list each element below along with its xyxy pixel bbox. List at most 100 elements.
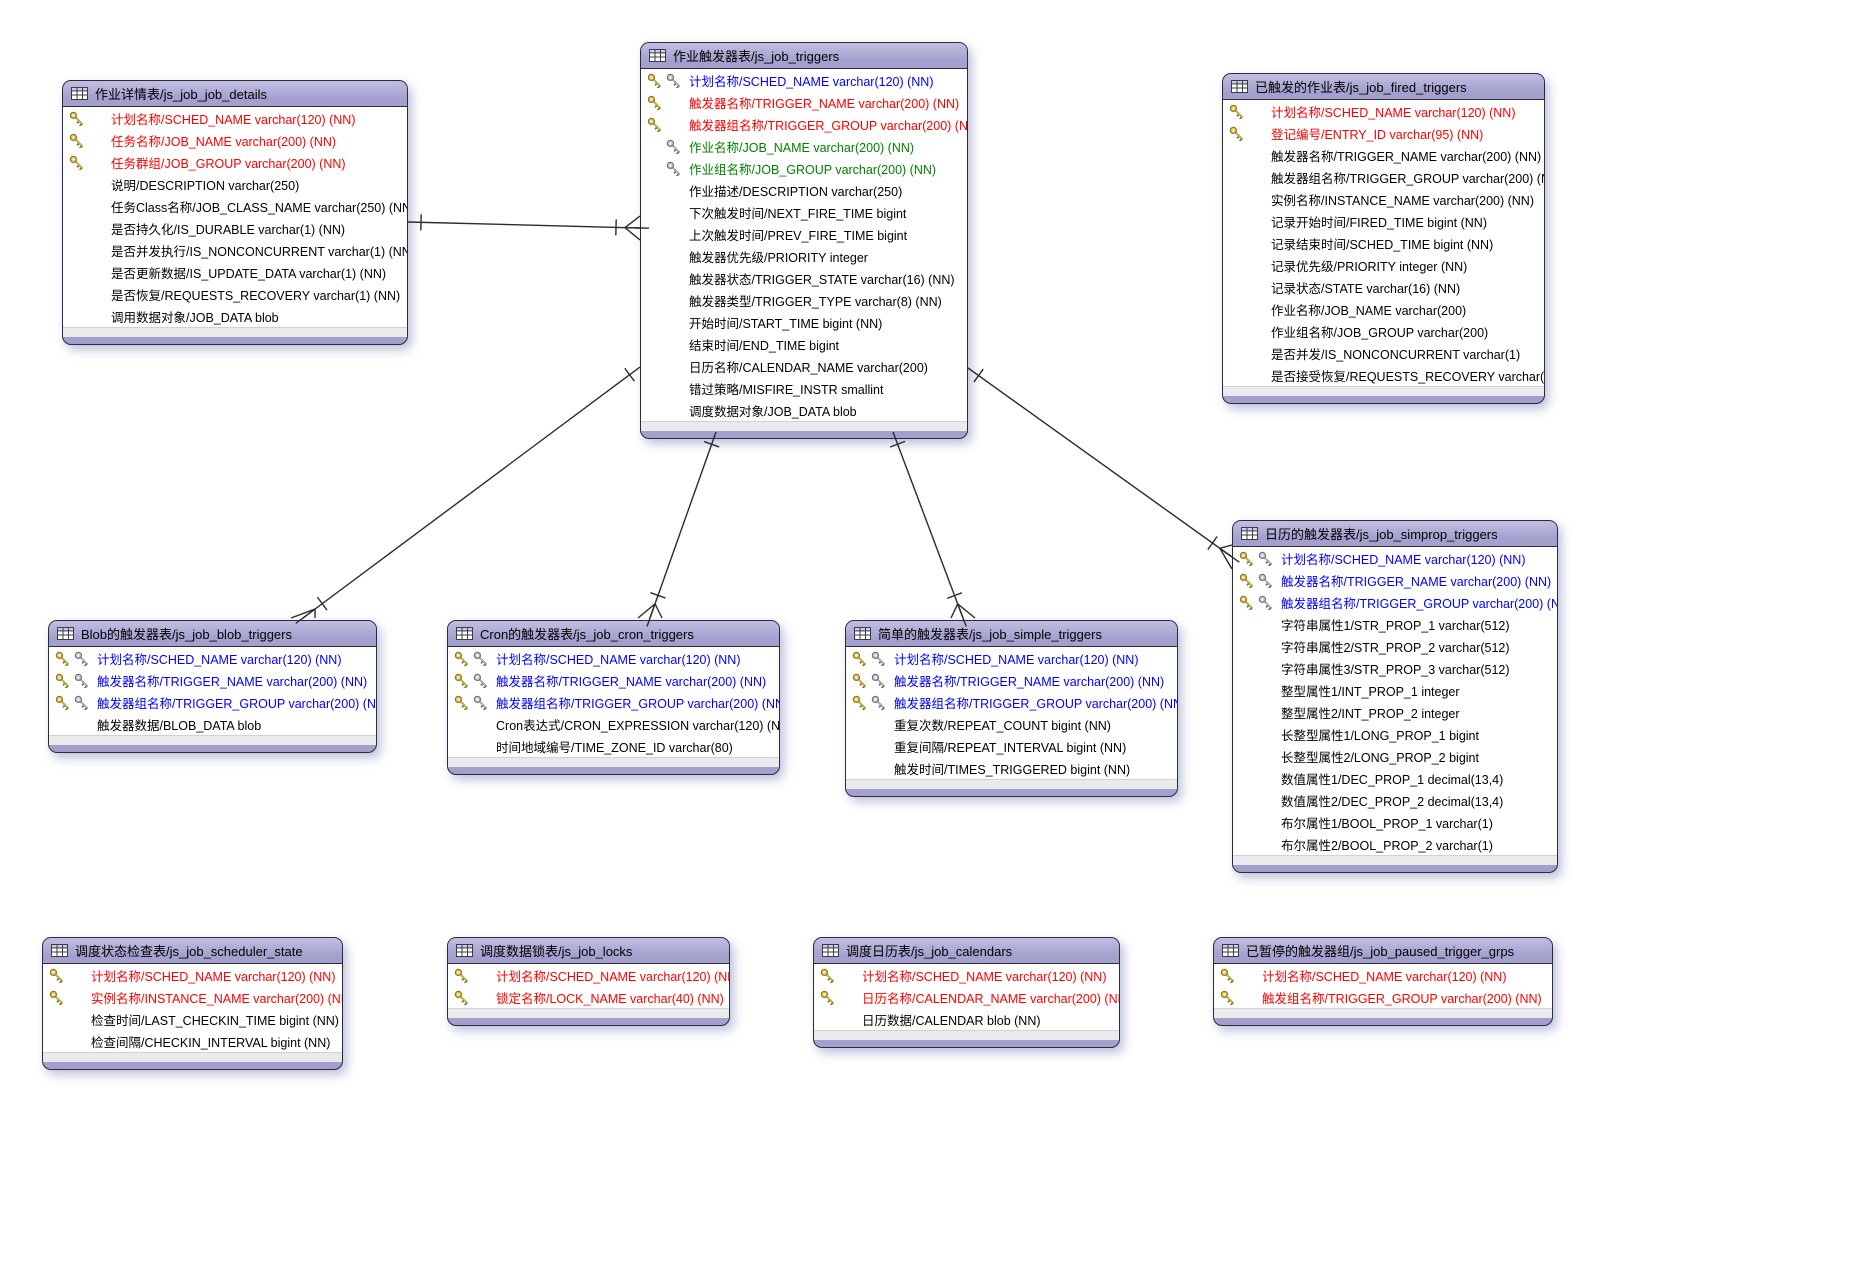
field-row[interactable]: 是否更新数据/IS_UPDATE_DATA varchar(1) (NN) bbox=[63, 261, 407, 283]
field-row[interactable]: 触发器组名称/TRIGGER_GROUP varchar(200) (NN) bbox=[1233, 591, 1557, 613]
field-row[interactable]: 记录结束时间/SCHED_TIME bigint (NN) bbox=[1223, 232, 1544, 254]
entity-js_job_paused_trigger_grps[interactable]: 已暂停的触发器组/js_job_paused_trigger_grps 计划名称… bbox=[1213, 937, 1553, 1026]
field-row[interactable]: 长整型属性1/LONG_PROP_1 bigint bbox=[1233, 723, 1557, 745]
field-row[interactable]: 计划名称/SCHED_NAME varchar(120) (NN) bbox=[641, 69, 967, 91]
field-row[interactable]: 记录优先级/PRIORITY integer (NN) bbox=[1223, 254, 1544, 276]
field-row[interactable]: 作业名称/JOB_NAME varchar(200) bbox=[1223, 298, 1544, 320]
field-row[interactable]: Cron表达式/CRON_EXPRESSION varchar(120) (NN… bbox=[448, 713, 779, 735]
field-label: 是否并发/IS_NONCONCURRENT varchar(1) bbox=[1271, 347, 1521, 362]
entity-js_job_fired_triggers[interactable]: 已触发的作业表/js_job_fired_triggers 计划名称/SCHED… bbox=[1222, 73, 1545, 404]
field-row[interactable]: 计划名称/SCHED_NAME varchar(120) (NN) bbox=[43, 964, 342, 986]
entity-js_job_triggers[interactable]: 作业触发器表/js_job_triggers 计划名称/SCHED_NAME v… bbox=[640, 42, 968, 439]
field-row[interactable]: 触发组名称/TRIGGER_GROUP varchar(200) (NN) bbox=[1214, 986, 1552, 1008]
field-row[interactable]: 触发器名称/TRIGGER_NAME varchar(200) (NN) bbox=[448, 669, 779, 691]
primary-key-icon bbox=[647, 95, 666, 110]
field-row[interactable]: 实例名称/INSTANCE_NAME varchar(200) (NN) bbox=[1223, 188, 1544, 210]
field-row[interactable]: 重复间隔/REPEAT_INTERVAL bigint (NN) bbox=[846, 735, 1177, 757]
entity-js_job_blob_triggers[interactable]: Blob的触发器表/js_job_blob_triggers 计划名称/SCHE… bbox=[48, 620, 377, 753]
field-row[interactable]: 作业组名称/JOB_GROUP varchar(200) (NN) bbox=[641, 157, 967, 179]
entity-js_job_calendars[interactable]: 调度日历表/js_job_calendars 计划名称/SCHED_NAME v… bbox=[813, 937, 1120, 1048]
field-row[interactable]: 错过策略/MISFIRE_INSTR smallint bbox=[641, 377, 967, 399]
field-row[interactable]: 实例名称/INSTANCE_NAME varchar(200) (NN) bbox=[43, 986, 342, 1008]
field-row[interactable]: 日历名称/CALENDAR_NAME varchar(200) bbox=[641, 355, 967, 377]
field-row[interactable]: 是否接受恢复/REQUESTS_RECOVERY varchar(1) bbox=[1223, 364, 1544, 386]
entity-js_job_simple_triggers[interactable]: 简单的触发器表/js_job_simple_triggers 计划名称/SCHE… bbox=[845, 620, 1178, 797]
field-row[interactable]: 记录状态/STATE varchar(16) (NN) bbox=[1223, 276, 1544, 298]
field-row[interactable]: 说明/DESCRIPTION varchar(250) bbox=[63, 173, 407, 195]
field-row[interactable]: 整型属性2/INT_PROP_2 integer bbox=[1233, 701, 1557, 723]
field-row[interactable]: 上次触发时间/PREV_FIRE_TIME bigint bbox=[641, 223, 967, 245]
field-row[interactable]: 计划名称/SCHED_NAME varchar(120) (NN) bbox=[448, 647, 779, 669]
field-row[interactable]: 数值属性1/DEC_PROP_1 decimal(13,4) bbox=[1233, 767, 1557, 789]
field-row[interactable]: 日历数据/CALENDAR blob (NN) bbox=[814, 1008, 1119, 1030]
field-row[interactable]: 触发器类型/TRIGGER_TYPE varchar(8) (NN) bbox=[641, 289, 967, 311]
field-row[interactable]: 下次触发时间/NEXT_FIRE_TIME bigint bbox=[641, 201, 967, 223]
field-row[interactable]: 结束时间/END_TIME bigint bbox=[641, 333, 967, 355]
field-row[interactable]: 是否恢复/REQUESTS_RECOVERY varchar(1) (NN) bbox=[63, 283, 407, 305]
field-row[interactable]: 计划名称/SCHED_NAME varchar(120) (NN) bbox=[63, 107, 407, 129]
entity-footer bbox=[1214, 1008, 1552, 1018]
field-row[interactable]: 调用数据对象/JOB_DATA blob bbox=[63, 305, 407, 327]
field-row[interactable]: 计划名称/SCHED_NAME varchar(120) (NN) bbox=[1233, 547, 1557, 569]
field-row[interactable]: 长整型属性2/LONG_PROP_2 bigint bbox=[1233, 745, 1557, 767]
field-row[interactable]: 重复次数/REPEAT_COUNT bigint (NN) bbox=[846, 713, 1177, 735]
field-row[interactable]: 数值属性2/DEC_PROP_2 decimal(13,4) bbox=[1233, 789, 1557, 811]
field-row[interactable]: 是否持久化/IS_DURABLE varchar(1) (NN) bbox=[63, 217, 407, 239]
field-row[interactable]: 计划名称/SCHED_NAME varchar(120) (NN) bbox=[846, 647, 1177, 669]
field-row[interactable]: 作业描述/DESCRIPTION varchar(250) bbox=[641, 179, 967, 201]
field-row[interactable]: 整型属性1/INT_PROP_1 integer bbox=[1233, 679, 1557, 701]
field-row[interactable]: 是否并发执行/IS_NONCONCURRENT varchar(1) (NN) bbox=[63, 239, 407, 261]
field-row[interactable]: 锁定名称/LOCK_NAME varchar(40) (NN) bbox=[448, 986, 729, 1008]
field-row[interactable]: 触发器状态/TRIGGER_STATE varchar(16) (NN) bbox=[641, 267, 967, 289]
field-row[interactable]: 记录开始时间/FIRED_TIME bigint (NN) bbox=[1223, 210, 1544, 232]
field-row[interactable]: 调度数据对象/JOB_DATA blob bbox=[641, 399, 967, 421]
entity-js_job_job_details[interactable]: 作业详情表/js_job_job_details 计划名称/SCHED_NAME… bbox=[62, 80, 408, 345]
field-row[interactable]: 登记编号/ENTRY_ID varchar(95) (NN) bbox=[1223, 122, 1544, 144]
field-row[interactable]: 计划名称/SCHED_NAME varchar(120) (NN) bbox=[448, 964, 729, 986]
field-row[interactable]: 任务Class名称/JOB_CLASS_NAME varchar(250) (N… bbox=[63, 195, 407, 217]
field-row[interactable]: 检查时间/LAST_CHECKIN_TIME bigint (NN) bbox=[43, 1008, 342, 1030]
field-row[interactable]: 计划名称/SCHED_NAME varchar(120) (NN) bbox=[814, 964, 1119, 986]
field-row[interactable]: 日历名称/CALENDAR_NAME varchar(200) (NN) bbox=[814, 986, 1119, 1008]
field-row[interactable]: 检查间隔/CHECKIN_INTERVAL bigint (NN) bbox=[43, 1030, 342, 1052]
field-row[interactable]: 时间地域编号/TIME_ZONE_ID varchar(80) bbox=[448, 735, 779, 757]
field-row[interactable]: 触发器组名称/TRIGGER_GROUP varchar(200) (NN) bbox=[641, 113, 967, 135]
field-row[interactable]: 触发器名称/TRIGGER_NAME varchar(200) (NN) bbox=[49, 669, 376, 691]
entity-js_job_cron_triggers[interactable]: Cron的触发器表/js_job_cron_triggers 计划名称/SCHE… bbox=[447, 620, 780, 775]
field-row[interactable]: 计划名称/SCHED_NAME varchar(120) (NN) bbox=[1214, 964, 1552, 986]
entity-js_job_simprop_triggers[interactable]: 日历的触发器表/js_job_simprop_triggers 计划名称/SCH… bbox=[1232, 520, 1558, 873]
field-row[interactable]: 作业名称/JOB_NAME varchar(200) (NN) bbox=[641, 135, 967, 157]
entity-js_job_scheduler_state[interactable]: 调度状态检查表/js_job_scheduler_state 计划名称/SCHE… bbox=[42, 937, 343, 1070]
field-row[interactable]: 计划名称/SCHED_NAME varchar(120) (NN) bbox=[49, 647, 376, 669]
field-row[interactable]: 字符串属性3/STR_PROP_3 varchar(512) bbox=[1233, 657, 1557, 679]
field-label: 字符串属性2/STR_PROP_2 varchar(512) bbox=[1281, 640, 1510, 655]
field-row[interactable]: 触发器名称/TRIGGER_NAME varchar(200) (NN) bbox=[1223, 144, 1544, 166]
foreign-key-icon bbox=[473, 651, 492, 666]
field-label: 作业组名称/JOB_GROUP varchar(200) (NN) bbox=[689, 162, 937, 177]
field-row[interactable]: 计划名称/SCHED_NAME varchar(120) (NN) bbox=[1223, 100, 1544, 122]
field-row[interactable]: 触发器名称/TRIGGER_NAME varchar(200) (NN) bbox=[846, 669, 1177, 691]
entity-field-list: 计划名称/SCHED_NAME varchar(120) (NN)锁定名称/LO… bbox=[448, 963, 729, 1008]
field-row[interactable]: 字符串属性1/STR_PROP_1 varchar(512) bbox=[1233, 613, 1557, 635]
field-row[interactable]: 触发器组名称/TRIGGER_GROUP varchar(200) (NN) bbox=[846, 691, 1177, 713]
field-row[interactable]: 任务群组/JOB_GROUP varchar(200) (NN) bbox=[63, 151, 407, 173]
field-row[interactable]: 触发时间/TIMES_TRIGGERED bigint (NN) bbox=[846, 757, 1177, 779]
field-row[interactable]: 触发器名称/TRIGGER_NAME varchar(200) (NN) bbox=[1233, 569, 1557, 591]
field-row[interactable]: 字符串属性2/STR_PROP_2 varchar(512) bbox=[1233, 635, 1557, 657]
field-row[interactable]: 触发器数据/BLOB_DATA blob bbox=[49, 713, 376, 735]
field-row[interactable]: 触发器优先级/PRIORITY integer bbox=[641, 245, 967, 267]
field-row[interactable]: 作业组名称/JOB_GROUP varchar(200) bbox=[1223, 320, 1544, 342]
entity-js_job_locks[interactable]: 调度数据锁表/js_job_locks 计划名称/SCHED_NAME varc… bbox=[447, 937, 730, 1026]
field-row[interactable]: 是否并发/IS_NONCONCURRENT varchar(1) bbox=[1223, 342, 1544, 364]
field-row[interactable]: 开始时间/START_TIME bigint (NN) bbox=[641, 311, 967, 333]
field-row[interactable]: 触发器名称/TRIGGER_NAME varchar(200) (NN) bbox=[641, 91, 967, 113]
foreign-key-icon bbox=[1258, 595, 1277, 610]
field-row[interactable]: 触发器组名称/TRIGGER_GROUP varchar(200) (NN) bbox=[448, 691, 779, 713]
field-row[interactable]: 任务名称/JOB_NAME varchar(200) (NN) bbox=[63, 129, 407, 151]
field-label: 日历数据/CALENDAR blob (NN) bbox=[862, 1013, 1041, 1028]
field-row[interactable]: 布尔属性2/BOOL_PROP_2 varchar(1) bbox=[1233, 833, 1557, 855]
table-grid-icon bbox=[51, 944, 68, 957]
field-row[interactable]: 触发器组名称/TRIGGER_GROUP varchar(200) (NN) bbox=[1223, 166, 1544, 188]
field-row[interactable]: 触发器组名称/TRIGGER_GROUP varchar(200) (NN) bbox=[49, 691, 376, 713]
field-row[interactable]: 布尔属性1/BOOL_PROP_1 varchar(1) bbox=[1233, 811, 1557, 833]
